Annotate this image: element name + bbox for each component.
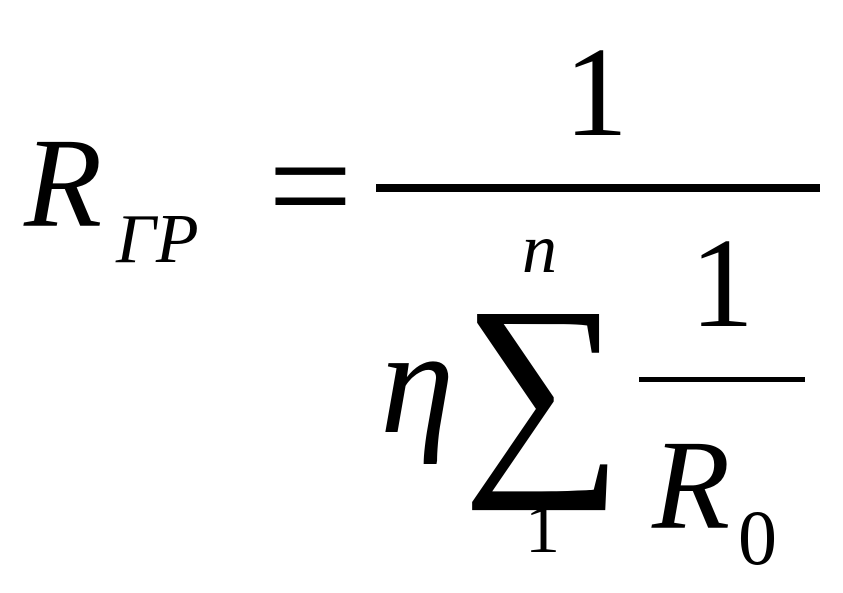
lhs-base: R — [23, 112, 102, 254]
lhs-subscript: ГР — [115, 201, 199, 278]
numerator: 1 — [564, 21, 628, 163]
summation-sign: ∑ — [462, 261, 623, 511]
sum-upper-limit: n — [522, 211, 557, 288]
eta-coefficient: η — [380, 299, 454, 465]
inner-numerator: 1 — [690, 212, 754, 354]
inner-denominator-subscript: 0 — [738, 494, 777, 581]
inner-fraction-bar — [639, 377, 805, 382]
equals-sign: = — [268, 103, 353, 269]
inner-denominator-base: R — [651, 414, 730, 556]
sum-lower-limit: 1 — [525, 491, 560, 568]
main-fraction-bar — [376, 184, 820, 192]
